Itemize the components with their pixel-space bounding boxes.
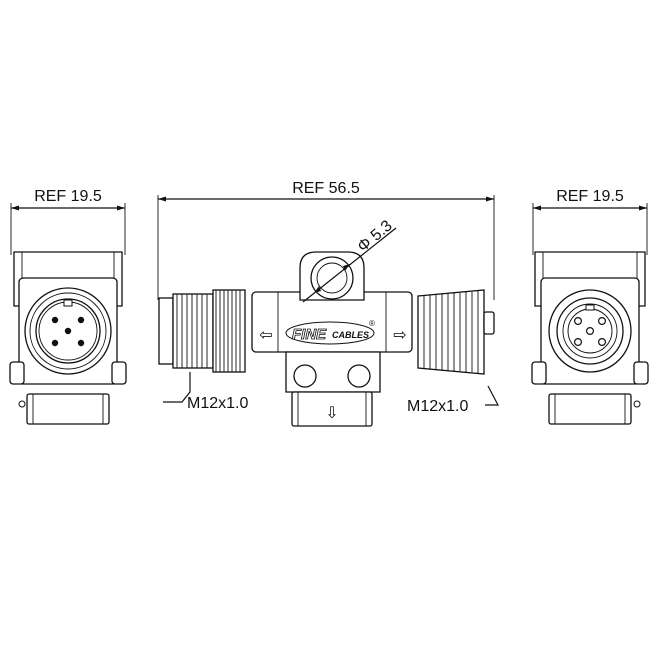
left-thread-label: M12x1.0 <box>187 395 248 412</box>
right-end-view: REF 19.5 <box>531 188 649 425</box>
pin-3 <box>51 339 59 347</box>
brand-sub-text: CABLES <box>332 330 369 340</box>
socket-center <box>585 327 594 336</box>
socket-3 <box>573 338 582 347</box>
pin-1 <box>51 316 59 324</box>
left-width-dimension: REF 19.5 <box>34 188 102 205</box>
center-side-view: REF 56.5 <box>157 180 499 427</box>
brand-main-text: FINE <box>292 326 327 343</box>
registered-mark: ® <box>369 319 375 328</box>
pin-center <box>64 327 72 335</box>
socket-1 <box>573 317 582 326</box>
right-width-dimension: REF 19.5 <box>556 188 624 205</box>
hole-diameter-dimension: Φ 5.3 <box>355 217 396 255</box>
pin-4 <box>77 339 85 347</box>
arrow-left-icon: ⇦ <box>259 327 272 344</box>
arrow-right-icon: ⇨ <box>393 327 406 344</box>
socket-2 <box>597 317 606 326</box>
arrow-down-icon: ⇩ <box>325 405 338 422</box>
brand-logo: FINE CABLES ® <box>285 319 375 345</box>
left-end-view: REF 19.5 <box>9 188 127 425</box>
overall-length-dimension: REF 56.5 <box>292 180 360 197</box>
right-thread-label: M12x1.0 <box>407 398 468 415</box>
pin-2 <box>77 316 85 324</box>
socket-4 <box>597 338 606 347</box>
